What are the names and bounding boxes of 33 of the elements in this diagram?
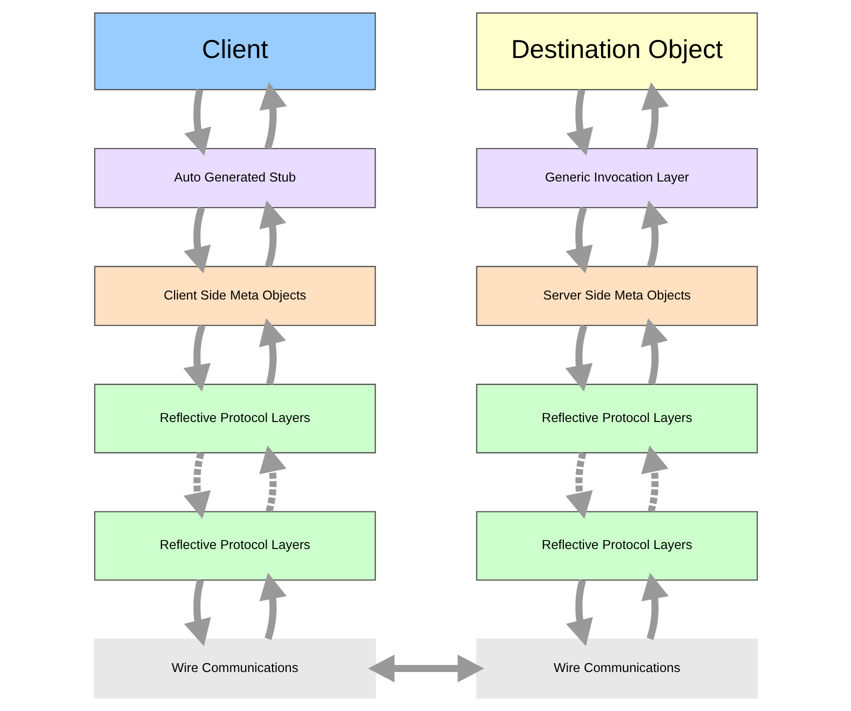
node-box: Wire Communications xyxy=(94,638,376,699)
arrow xyxy=(565,206,592,274)
arrow xyxy=(640,318,668,385)
node-box: Reflective Protocol Layers xyxy=(94,384,376,454)
arrow xyxy=(640,200,668,268)
node-box: Client xyxy=(94,12,376,90)
arrow xyxy=(565,579,592,646)
node-box: Destination Object xyxy=(476,12,758,90)
node-box: Auto Generated Stub xyxy=(94,148,376,208)
node-box: Wire Communications xyxy=(476,638,758,699)
arrow xyxy=(258,572,286,640)
node-box: Client Side Meta Objects xyxy=(94,266,376,326)
node-box: Reflective Protocol Layers xyxy=(94,511,376,581)
arrow xyxy=(183,452,210,519)
arrow xyxy=(258,445,286,512)
node-box: Generic Invocation Layer xyxy=(476,148,758,208)
node-box: Server Side Meta Objects xyxy=(476,266,758,326)
arrow xyxy=(640,82,668,150)
arrow xyxy=(258,82,286,150)
arrow xyxy=(565,452,592,519)
node-box: Reflective Protocol Layers xyxy=(476,511,758,581)
arrow xyxy=(258,200,286,268)
arrow xyxy=(564,324,592,392)
arrow xyxy=(258,318,286,385)
arrow xyxy=(182,324,210,392)
arrow xyxy=(566,89,593,156)
arrow xyxy=(184,89,211,156)
node-box: Reflective Protocol Layers xyxy=(476,384,758,454)
arrow xyxy=(184,579,210,646)
arrow xyxy=(640,572,668,640)
arrow xyxy=(368,654,484,682)
arrow xyxy=(183,206,210,274)
arrow xyxy=(640,445,668,512)
